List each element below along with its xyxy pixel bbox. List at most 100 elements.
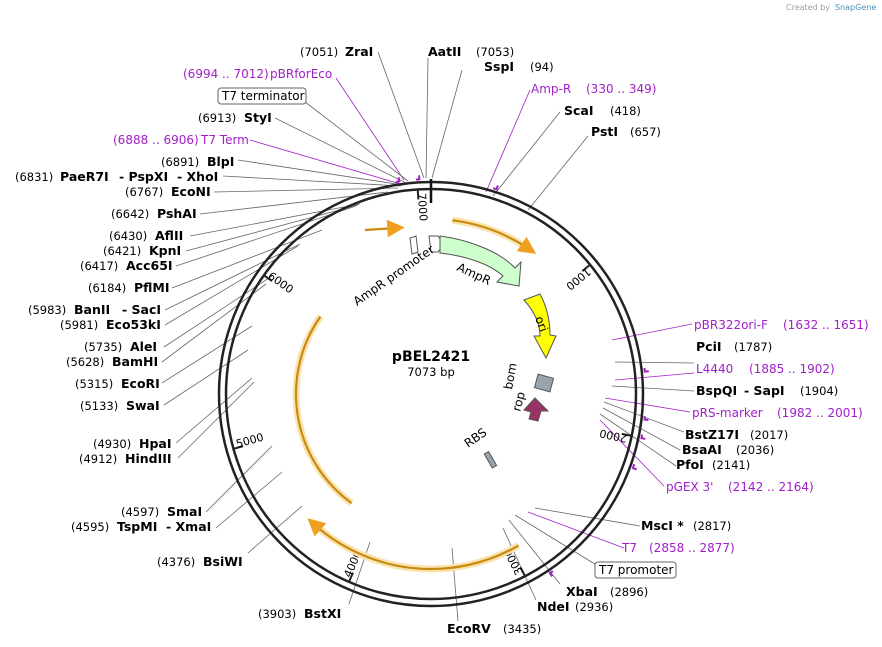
tick-1000 xyxy=(581,264,590,272)
site-alei-name[interactable]: AleI xyxy=(130,339,157,354)
leader-line xyxy=(175,377,253,444)
site-bsiwi-pos: (4376) xyxy=(157,555,195,569)
site-acc65i-name[interactable]: Acc65I xyxy=(126,258,173,273)
leader-line xyxy=(514,514,599,567)
site-pshai-name[interactable]: PshAI xyxy=(157,206,197,221)
leader-line xyxy=(295,94,409,182)
leader-line xyxy=(222,175,402,187)
primer-pbr322ori-name[interactable]: pBR322ori-F xyxy=(694,318,768,332)
t7-terminator-label: T7 terminator xyxy=(217,87,307,105)
orf-right-arc xyxy=(452,219,537,254)
site-sspi-pos: (94) xyxy=(530,60,554,74)
site-kpni-name[interactable]: KpnI xyxy=(149,243,181,258)
tick-2000 xyxy=(621,432,631,437)
site-pfoi-name[interactable]: PfoI xyxy=(676,457,704,472)
orf-bottom-arc xyxy=(307,518,520,571)
tick-label-2000: 2000 xyxy=(598,426,628,444)
site-bspqi-pos: (1904) xyxy=(800,384,838,398)
site-ecorv-name[interactable]: EcoRV xyxy=(447,621,491,636)
leader-line xyxy=(161,283,267,363)
label-ori: ori xyxy=(532,314,550,333)
site-pflmi-pos: (6184) xyxy=(88,281,126,295)
site-bsaai-pos: (2036) xyxy=(736,443,774,457)
site-pcii-name[interactable]: PciI xyxy=(696,339,722,354)
site-bamhi-name[interactable]: BamHI xyxy=(112,354,158,369)
plasmid-length: 7073 bp xyxy=(407,365,455,379)
label-rbs: RBS xyxy=(462,425,490,450)
site-scai-name[interactable]: ScaI xyxy=(564,103,594,118)
site-aflii-pos: (6430) xyxy=(109,229,147,243)
primer-pgex3-name[interactable]: pGEX 3' xyxy=(666,480,713,494)
leader-line xyxy=(189,203,361,237)
site-styi-name[interactable]: StyI xyxy=(244,110,272,125)
site-aatii-name[interactable]: AatII xyxy=(428,44,461,59)
label-rop: rop xyxy=(509,390,528,413)
primer-t7-range: (2858 .. 2877) xyxy=(649,541,735,555)
primer-ampr-name[interactable]: Amp-R xyxy=(531,82,571,96)
snapgene-logo: SnapGene xyxy=(835,3,876,12)
site-smai-name[interactable]: SmaI xyxy=(167,504,202,519)
orf-left-arc-head xyxy=(364,219,405,238)
site-sapi-name[interactable]: - SapI xyxy=(744,383,785,398)
tick-marks xyxy=(234,179,631,582)
site-bsiwi-name[interactable]: BsiWI xyxy=(203,554,243,569)
leader-line xyxy=(161,325,253,384)
primer-mark xyxy=(548,570,554,578)
site-pshai-pos: (6642) xyxy=(111,207,149,221)
site-ecori-name[interactable]: EcoRI xyxy=(121,376,160,391)
site-banii-name[interactable]: BanII xyxy=(74,302,110,317)
primer-t7-name[interactable]: T7 xyxy=(621,541,637,555)
site-econi-pos: (6767) xyxy=(125,185,163,199)
site-zrai-name[interactable]: ZraI xyxy=(345,44,373,59)
site-hpai-name[interactable]: HpaI xyxy=(139,436,172,451)
label-bom: bom xyxy=(501,362,519,391)
feature-rop-arrow xyxy=(523,397,550,422)
site-blpi-name[interactable]: BlpI xyxy=(207,154,234,169)
leader-line xyxy=(185,204,359,252)
primer-pbrforeco-name[interactable]: pBRforEco xyxy=(270,67,332,81)
site-bsaai-name[interactable]: BsaAI xyxy=(682,442,722,457)
site-tspmi-pos: (4595) xyxy=(71,520,109,534)
site-swai-pos: (5133) xyxy=(80,399,118,413)
site-xmai-name[interactable]: - XmaI xyxy=(166,519,211,534)
site-ecorv-pos: (3435) xyxy=(503,622,541,636)
site-pspxi-name[interactable]: - PspXI xyxy=(119,169,168,184)
site-ndei-name[interactable]: NdeI xyxy=(537,599,570,614)
site-saci-name[interactable]: - SacI xyxy=(122,302,161,317)
site-hindiii-name[interactable]: HindIII xyxy=(125,451,172,466)
primer-prsmarker-range: (1982 .. 2001) xyxy=(777,406,863,420)
leader-line xyxy=(335,77,405,181)
site-bstxi-name[interactable]: BstXI xyxy=(304,606,341,621)
primer-l4440-name[interactable]: L4440 xyxy=(696,362,733,376)
site-xhoi-name[interactable]: - XhoI xyxy=(177,169,218,184)
leader-line xyxy=(163,349,249,406)
site-blpi-pos: (6891) xyxy=(161,155,199,169)
primer-t7term-name[interactable]: T7 Term xyxy=(200,133,249,147)
site-sspi-name[interactable]: SspI xyxy=(484,59,514,74)
site-tspmi-name[interactable]: TspMI xyxy=(117,519,157,534)
primer-prsmarker-name[interactable]: pRS-marker xyxy=(692,406,763,420)
site-msci-name[interactable]: MscI * xyxy=(641,518,684,533)
primer-mark xyxy=(395,177,401,183)
primer-ampr-range: (330 .. 349) xyxy=(586,82,656,96)
leader-line xyxy=(611,323,693,341)
site-swai-name[interactable]: SwaI xyxy=(126,398,160,413)
tick-label-7000: 7000 xyxy=(415,193,430,222)
leader-line xyxy=(237,159,404,186)
leader-line xyxy=(171,229,323,289)
leader-line xyxy=(527,135,589,211)
site-eco53ki-name[interactable]: Eco53kI xyxy=(106,317,161,332)
site-xbai-name[interactable]: XbaI xyxy=(566,584,598,599)
site-xbai-pos: (2896) xyxy=(610,585,648,599)
site-econi-name[interactable]: EcoNI xyxy=(171,184,211,199)
site-bspqi-name[interactable]: BspQI xyxy=(696,383,737,398)
site-paer7i-name[interactable]: PaeR7I xyxy=(60,169,109,184)
leader-line xyxy=(611,385,695,392)
site-psti-name[interactable]: PstI xyxy=(591,124,618,139)
site-pflmi-name[interactable]: PflMI xyxy=(134,280,170,295)
site-aflii-name[interactable]: AflII xyxy=(155,228,183,243)
leader-line xyxy=(614,372,695,381)
leader-lines xyxy=(161,51,695,622)
site-bstz17i-name[interactable]: BstZ17I xyxy=(685,427,739,442)
